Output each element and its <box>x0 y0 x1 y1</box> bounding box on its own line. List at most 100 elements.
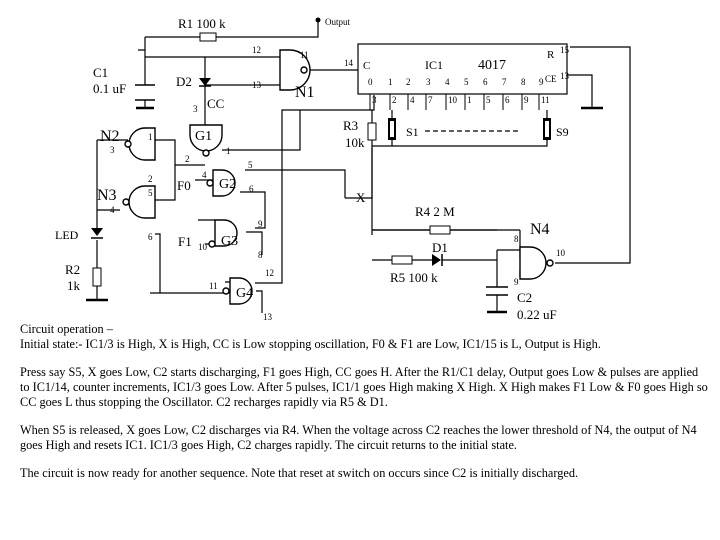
pin-n2-b: 3 <box>110 145 115 155</box>
led-diode <box>91 228 103 236</box>
c1-value-label: 0.1 uF <box>93 81 126 96</box>
r5-resistor <box>391 255 413 265</box>
g1-label: G1 <box>195 129 212 144</box>
ic-ce-label: CE <box>545 74 557 84</box>
c1-label: C1 <box>93 65 108 80</box>
pin-g1-c: 2 <box>185 154 190 164</box>
description-ready: The circuit is now ready for another seq… <box>20 466 579 480</box>
ic-output-7: 7 <box>502 77 507 87</box>
wires <box>96 20 631 313</box>
labels: Output R1 100 k C1 0.1 uF D2 CC N1 N2 N3… <box>55 16 570 322</box>
ic-output-0: 0 <box>368 77 373 87</box>
pin-n3-a: 2 <box>148 174 153 184</box>
pin-ic-ce: 13 <box>560 71 570 81</box>
ic-pin-7: 7 <box>428 95 433 105</box>
pin-n1-in-a: 12 <box>252 45 261 55</box>
pin-g2-out: 6 <box>249 184 254 194</box>
cc-label: CC <box>207 96 224 111</box>
n1-label: N1 <box>295 84 315 101</box>
ic-pin-labels: 3 2 4 7 10 1 5 6 9 11 <box>369 94 550 110</box>
circuit-schematic: Output R1 100 k C1 0.1 uF D2 CC N1 N2 N3… <box>55 16 631 322</box>
pin-g1-b: 1 <box>148 132 153 142</box>
ic-c-label: C <box>363 60 370 72</box>
d2-label: D2 <box>176 74 192 89</box>
r4-resistor <box>429 225 451 235</box>
ic-output-9: 9 <box>539 77 544 87</box>
pin-g1-a: 3 <box>193 104 198 114</box>
n3-label: N3 <box>97 187 117 204</box>
s1-label: S1 <box>406 125 419 139</box>
pin-g3-a: 9 <box>258 219 263 229</box>
n4-gate <box>519 246 547 280</box>
ic-output-4: 4 <box>445 77 450 87</box>
r2-label: R2 <box>65 262 80 277</box>
ic1-label: IC1 <box>425 58 443 72</box>
ic-pin-4: 4 <box>410 95 415 105</box>
description-heading: Circuit operation – <box>20 322 113 336</box>
x-node-label: X <box>356 190 366 205</box>
circuit-description: Circuit operation – Initial state:- IC1/… <box>20 322 710 494</box>
output-node <box>315 17 321 23</box>
g3-gate <box>214 219 238 247</box>
ic-output-5: 5 <box>464 77 469 87</box>
ic-output-8: 8 <box>521 77 526 87</box>
pin-g4-a: 12 <box>265 268 274 278</box>
r3-resistor <box>367 122 377 141</box>
pin-g4-out: 13 <box>263 312 273 322</box>
ic-pin-9: 9 <box>524 95 529 105</box>
s9-label: S9 <box>556 125 569 139</box>
description-press-sequence: Press say S5, X goes Low, C2 starts disc… <box>20 365 708 409</box>
c2-value-label: 0.22 uF <box>517 307 557 322</box>
pin-ic-c: 14 <box>344 58 354 68</box>
r3-label: R3 <box>343 118 358 133</box>
components <box>86 17 603 314</box>
r2-resistor <box>92 267 102 287</box>
pin-g4-b: 11 <box>209 281 218 291</box>
g4-gate <box>229 277 253 305</box>
r1-resistor <box>199 32 217 42</box>
pin-g3-b: 10 <box>198 242 208 252</box>
ic-output-3: 3 <box>426 77 431 87</box>
r3-value-label: 10k <box>345 135 365 150</box>
pin-n4-out: 10 <box>556 248 566 258</box>
ic-pin-1: 1 <box>467 95 472 105</box>
g2-gate <box>212 169 236 197</box>
ic-pin-6: 6 <box>505 95 510 105</box>
r5-label: R5 100 k <box>390 270 438 285</box>
d1-diode <box>432 254 441 266</box>
ic-pin-5: 5 <box>486 95 491 105</box>
c2-label: C2 <box>517 290 532 305</box>
g4-label: G4 <box>236 286 253 301</box>
ic-pin-10: 10 <box>448 95 458 105</box>
n4-label: N4 <box>530 221 550 238</box>
output-label: Output <box>325 17 351 27</box>
ic-pin-3: 3 <box>372 95 377 105</box>
g2-label: G2 <box>219 177 236 192</box>
d1-label: D1 <box>432 240 448 255</box>
pin-n1-out: 11 <box>300 50 309 60</box>
description-release-sequence: When S5 is released, X goes Low, C2 disc… <box>20 423 697 452</box>
pin-g2-b: 5 <box>248 160 253 170</box>
d2-diode <box>199 78 211 86</box>
f0-label: F0 <box>177 178 191 193</box>
ic-r-label: R <box>547 49 555 61</box>
ic-pin-11: 11 <box>541 95 550 105</box>
ic1-4017-box <box>357 43 568 95</box>
f1-label: F1 <box>178 234 192 249</box>
pin-ic-r: 15 <box>560 45 570 55</box>
pin-n1-in-b: 13 <box>252 80 262 90</box>
ic-pin-2: 2 <box>392 95 397 105</box>
ic-output-2: 2 <box>406 77 411 87</box>
description-initial-state: Initial state:- IC1/3 is High, X is High… <box>20 337 601 351</box>
pin-g3-out: 8 <box>258 250 263 260</box>
pin-n3-c: 4 <box>110 205 115 215</box>
led-label: LED <box>55 228 79 242</box>
g3-label: G3 <box>221 234 238 249</box>
gates <box>122 49 554 305</box>
n1-gate <box>279 49 311 91</box>
pin-n3-b: 5 <box>148 188 153 198</box>
n2-label: N2 <box>100 128 120 145</box>
pin-n4-b: 9 <box>514 277 519 287</box>
pin-g1-out: 1 <box>226 146 231 156</box>
